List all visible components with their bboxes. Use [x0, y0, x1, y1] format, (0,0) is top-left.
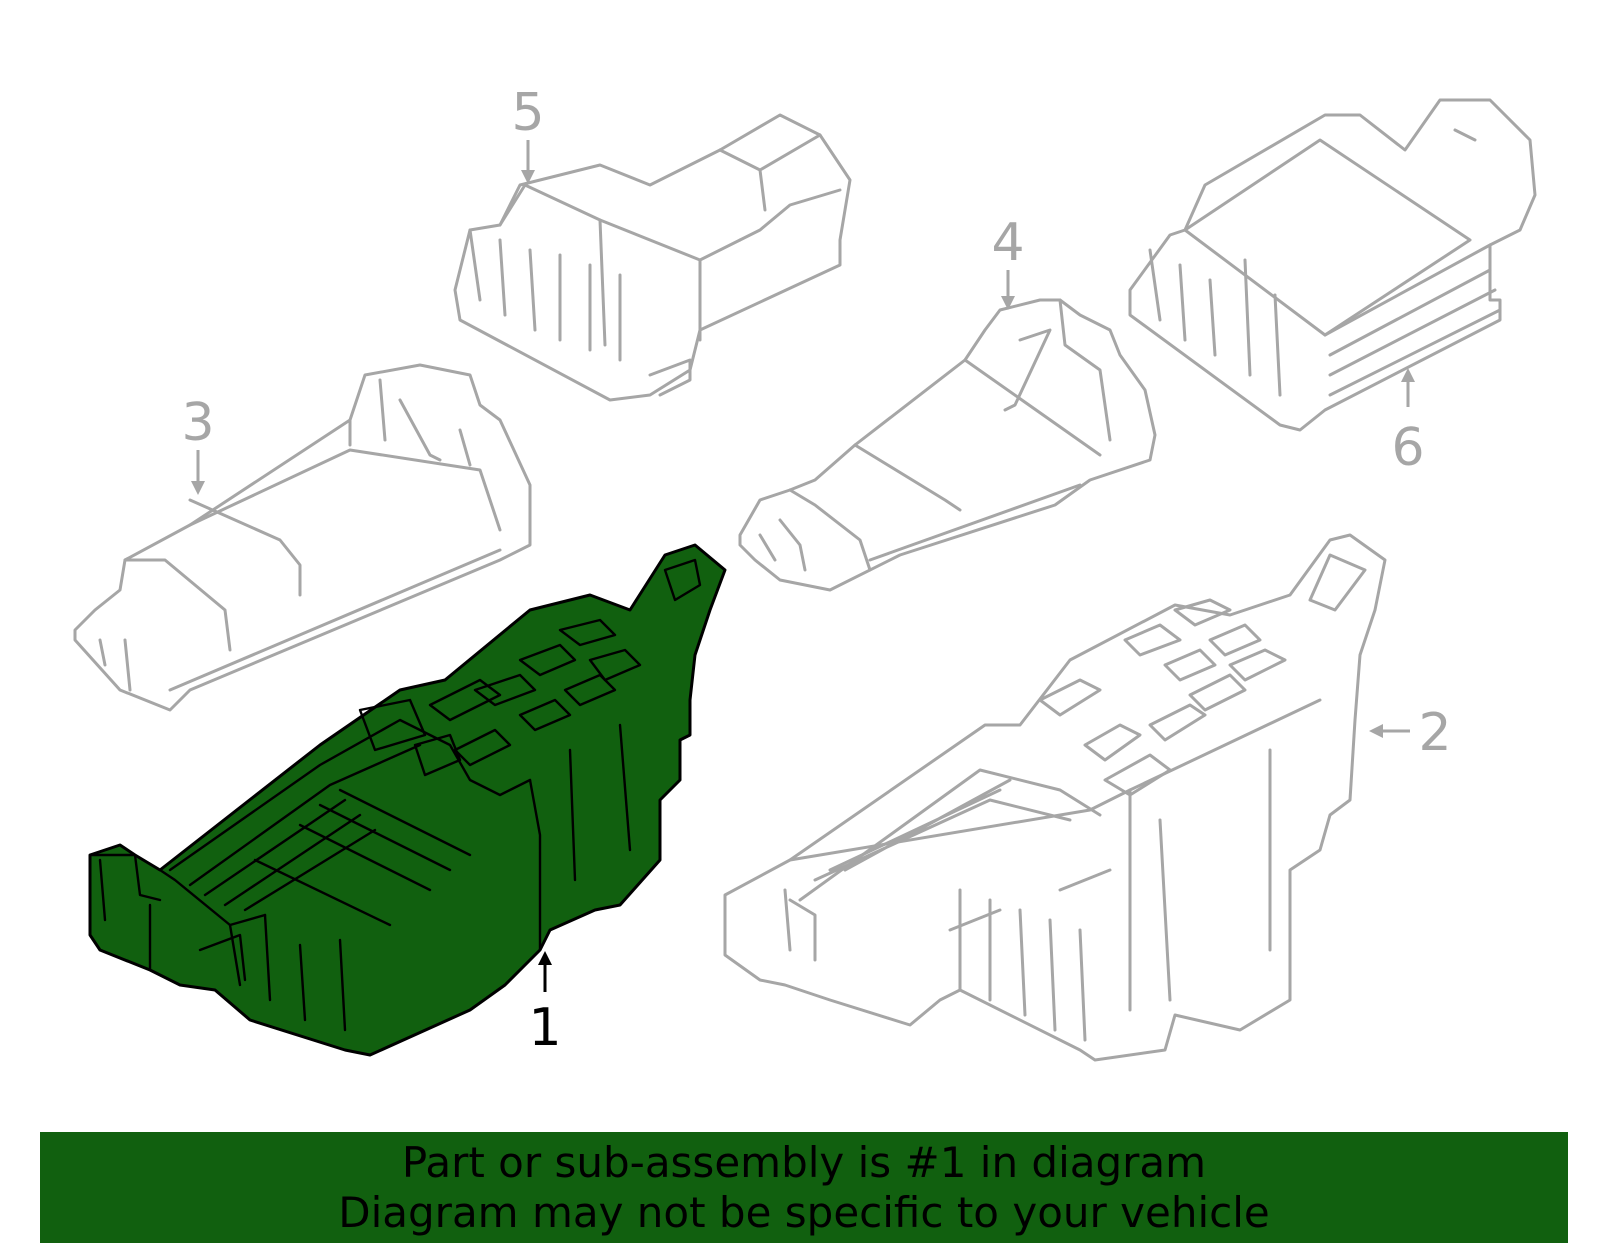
callout-arrow-3: [191, 450, 205, 495]
callout-1: 1: [528, 998, 561, 1058]
callout-2: 2: [1418, 703, 1451, 763]
info-banner: Part or sub-assembly is #1 in diagram Di…: [40, 1132, 1568, 1243]
callout-3: 3: [181, 393, 214, 453]
part-3-cover: [73, 363, 532, 712]
callout-arrow-1: [538, 951, 552, 992]
callout-arrow-2: [1369, 724, 1410, 738]
callout-4: 4: [991, 213, 1024, 273]
callout-5: 5: [511, 83, 544, 143]
part-6-cover: [1128, 98, 1537, 432]
callout-arrow-5: [521, 140, 535, 184]
banner-line-2: Diagram may not be specific to your vehi…: [338, 1187, 1270, 1237]
callout-arrow-4: [1001, 270, 1015, 310]
part-2-fuse-box: [723, 533, 1387, 1062]
callout-6: 6: [1391, 418, 1424, 478]
part-5-cover: [453, 113, 852, 402]
callout-arrow-6: [1401, 368, 1415, 407]
part-4-cover: [738, 298, 1157, 592]
banner-line-1: Part or sub-assembly is #1 in diagram: [401, 1137, 1207, 1187]
part-1-fuse-box: [88, 543, 727, 1057]
